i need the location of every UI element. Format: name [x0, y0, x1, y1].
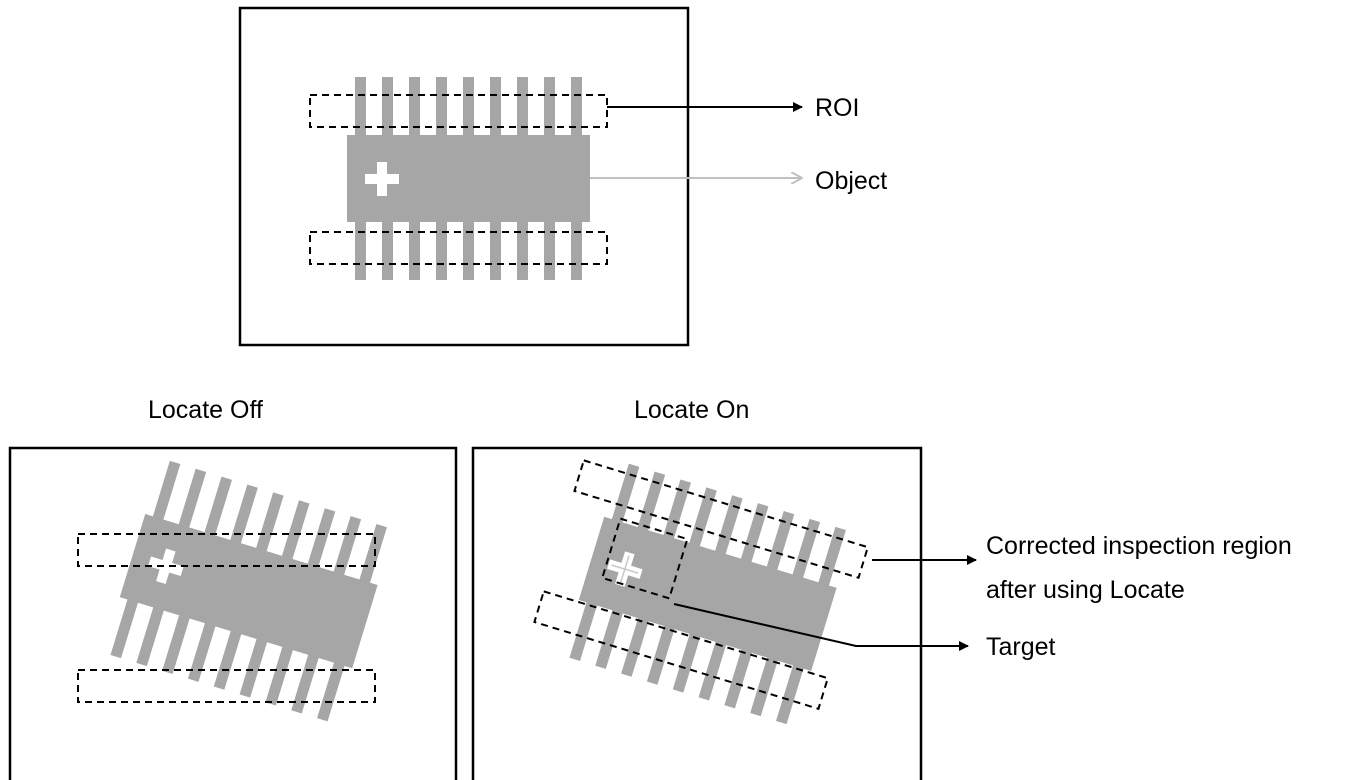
chip-pin-bottom [187, 621, 217, 682]
chip-pin-top [152, 460, 181, 522]
chip-pin-bottom [355, 220, 366, 280]
chip-pin-bottom [750, 655, 779, 717]
target-label: Target [986, 633, 1056, 661]
locate-on-roi-upper [573, 459, 870, 580]
locate-on-frame [471, 446, 923, 780]
chip-pin-bottom [569, 600, 598, 662]
chip-pin-bottom [595, 608, 624, 669]
chip-body [578, 516, 837, 672]
locate-on-roi-lower [533, 590, 830, 711]
chip-pin-top [358, 523, 387, 585]
locate-off-frame [8, 446, 458, 780]
reference-panel [238, 6, 690, 347]
chip-pin-bottom [239, 637, 268, 698]
chip-pin-bottom [490, 220, 501, 280]
chip-pin-bottom [317, 660, 346, 722]
chip-pin-top [571, 77, 582, 137]
chip-pin-bottom [776, 663, 805, 725]
chip-body [119, 513, 378, 669]
chip-pin-top [688, 487, 717, 548]
chip-pin-bottom [672, 631, 701, 693]
chip-pin-top [662, 479, 691, 541]
locate-on-title: Locate On [634, 396, 749, 424]
chip-pin-top [611, 463, 640, 525]
chip-pin-bottom [436, 220, 447, 280]
chip-pin-top [203, 476, 233, 538]
chip-pin-top [517, 77, 528, 137]
plus-marker-icon [156, 548, 176, 584]
locate-off-object [110, 460, 387, 722]
reference-roi-upper [309, 94, 608, 128]
chip-pin-bottom [463, 220, 474, 280]
chip-pin-bottom [571, 220, 582, 280]
chip-pin-top [714, 495, 743, 556]
chip-pin-top [229, 484, 258, 546]
chip-pin-bottom [646, 624, 675, 685]
chip-pin-bottom [544, 220, 555, 280]
locate-off-roi-lower [77, 669, 376, 703]
chip-pin-top [355, 77, 366, 137]
chip-pin-bottom [291, 652, 320, 714]
chip-pin-top [544, 77, 555, 137]
locate-on-object [569, 463, 846, 725]
chip-pin-top [740, 503, 769, 564]
chip-pin-bottom [110, 597, 139, 659]
chip-pin-top [281, 500, 310, 561]
chip-pin-top [178, 468, 207, 530]
locate-off-roi-upper [77, 533, 376, 567]
chip-pin-top [817, 526, 846, 588]
locate-on-panel [471, 446, 923, 780]
reference-frame [238, 6, 690, 347]
reference-roi-lower [309, 231, 608, 265]
chip-pin-bottom [162, 613, 191, 674]
chip-pin-top [792, 518, 821, 580]
chip-pin-bottom [409, 220, 420, 280]
chip-pin-bottom [382, 220, 393, 280]
chip-pin-top [382, 77, 393, 137]
locate-off-panel [8, 446, 458, 780]
roi-label: ROI [815, 94, 859, 122]
chip-pin-bottom [621, 616, 650, 677]
chip-pin-top [637, 471, 666, 533]
corrected-region-label-line1: Corrected inspection region [986, 532, 1292, 560]
chip-pin-top [307, 508, 336, 569]
chip-pin-top [333, 516, 362, 577]
chip-pin-bottom [698, 639, 727, 701]
reference-object [347, 77, 590, 280]
chip-pin-bottom [517, 220, 528, 280]
chip-pin-top [766, 511, 795, 572]
target-box [601, 517, 689, 600]
chip-pin-bottom [213, 629, 242, 690]
corrected-region-label-line2: after using Locate [986, 576, 1185, 604]
target-crosshair [620, 555, 630, 583]
target-arrow [673, 603, 969, 651]
plus-marker-icon [377, 162, 387, 196]
chip-pin-top [409, 77, 420, 137]
chip-pin-top [255, 492, 284, 554]
locate-off-title: Locate Off [148, 396, 263, 424]
chip-pin-bottom [265, 644, 294, 706]
chip-pin-top [436, 77, 447, 137]
chip-pin-top [490, 77, 501, 137]
object-label: Object [815, 167, 887, 195]
chip-pin-bottom [136, 605, 165, 667]
chip-pin-bottom [724, 647, 753, 709]
chip-pin-top [463, 77, 474, 137]
